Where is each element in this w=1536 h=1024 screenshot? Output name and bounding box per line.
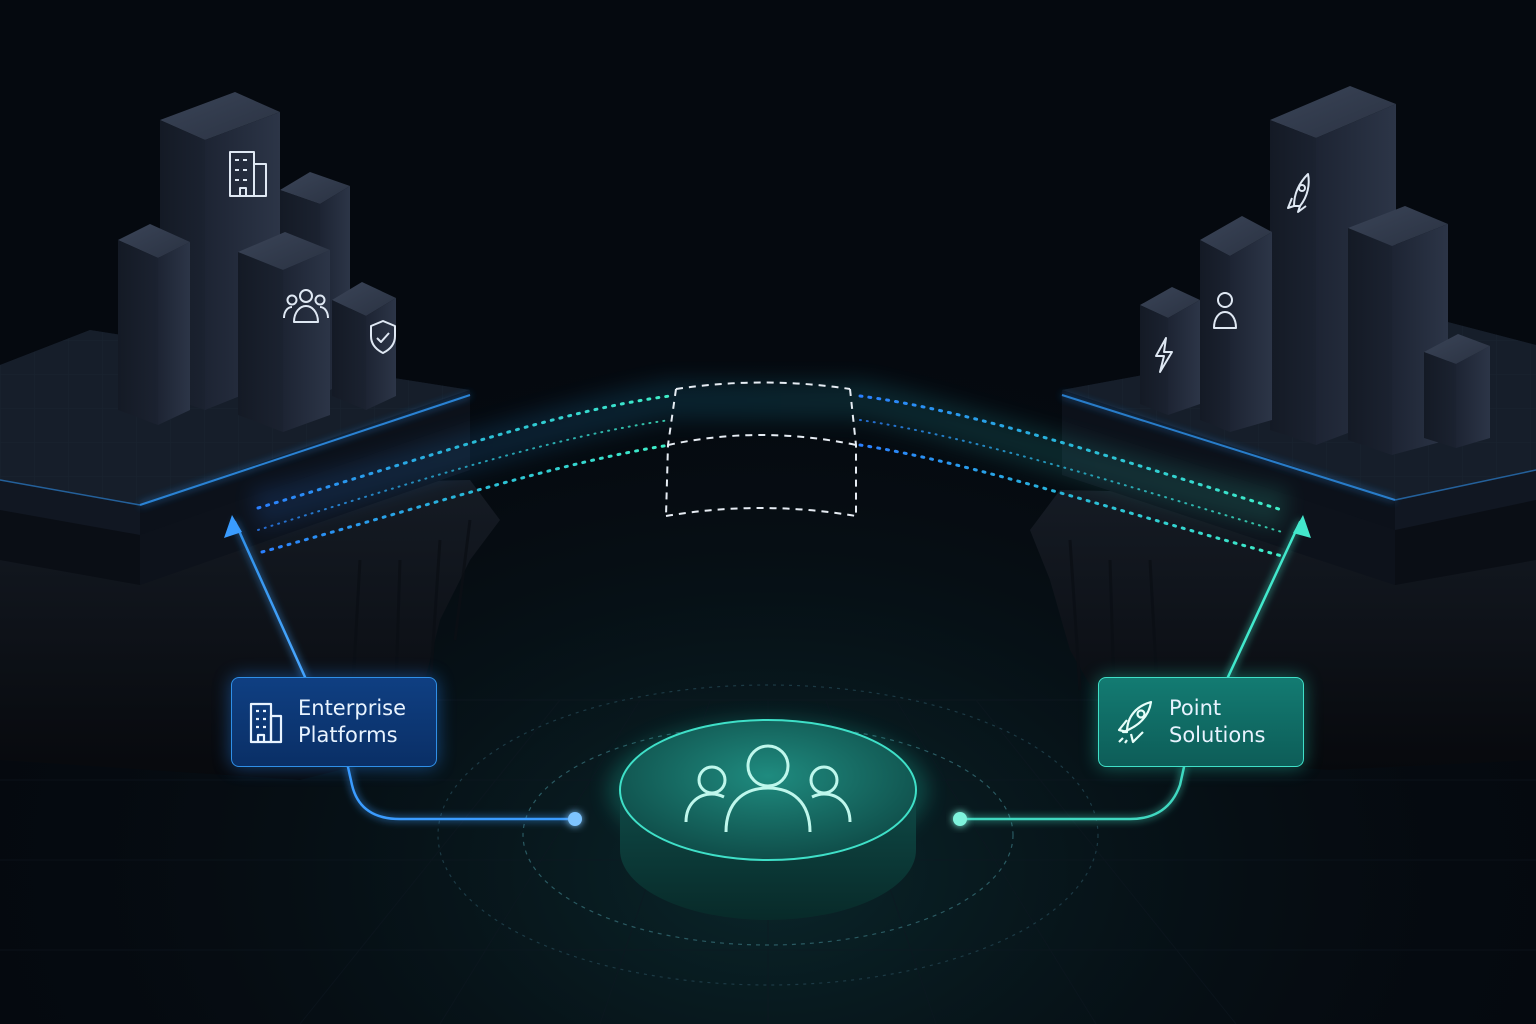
left-connector-dot xyxy=(568,812,582,826)
connectors xyxy=(233,520,1302,821)
building-icon xyxy=(229,151,267,197)
user-icon xyxy=(1213,292,1237,329)
lightning-icon xyxy=(1155,337,1173,373)
enterprise-label-line2: Platforms xyxy=(298,723,398,747)
right-arrowhead xyxy=(1293,515,1311,538)
right-towers xyxy=(1140,86,1490,455)
building-icon xyxy=(249,702,283,744)
enterprise-label-line1: Enterprise xyxy=(298,696,407,720)
point-label-line2: Solutions xyxy=(1169,723,1266,747)
point-solutions-label[interactable]: Point Solutions xyxy=(1098,677,1304,767)
left-arrowhead xyxy=(224,515,242,538)
central-hub[interactable] xyxy=(608,719,928,920)
point-label-text: Point Solutions xyxy=(1169,695,1266,749)
enterprise-label-text: Enterprise Platforms xyxy=(298,695,406,749)
rocket-icon xyxy=(1287,173,1310,213)
enterprise-platforms-label[interactable]: Enterprise Platforms xyxy=(231,677,437,767)
users-group-icon xyxy=(684,744,852,833)
data-bridge xyxy=(250,380,1289,558)
point-label-line1: Point xyxy=(1169,696,1222,720)
shield-check-icon xyxy=(370,320,396,354)
users-group-icon xyxy=(283,289,329,323)
right-connector-dot xyxy=(953,812,967,826)
rocket-icon xyxy=(1117,700,1153,744)
missing-bridge-piece xyxy=(665,381,857,517)
